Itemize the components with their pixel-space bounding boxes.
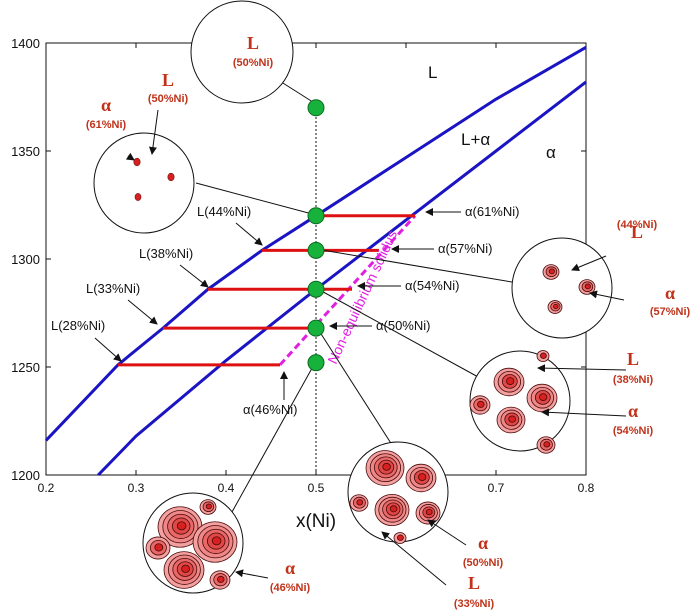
m5-alpha-comp: (50%Ni) [463, 557, 504, 569]
grain-ring [211, 536, 222, 546]
m4-alpha-comp: (54%Ni) [613, 425, 654, 437]
grain-ring [508, 415, 517, 423]
x-tick-label: 0.7 [488, 481, 505, 495]
m6-alpha: α [285, 558, 295, 578]
x-tick-label: 0.2 [38, 481, 55, 495]
grain-ring [154, 543, 164, 552]
grain-ring [176, 521, 187, 531]
y-tick-label: 1250 [11, 360, 40, 375]
grain-ring [181, 564, 191, 573]
x-tick-label: 0.3 [128, 481, 145, 495]
solid-label-61: α(61%Ni) [465, 204, 519, 219]
solid-label-46: α(46%Ni) [243, 402, 297, 417]
m1-phase: L [247, 33, 259, 53]
y-tick-label: 1200 [11, 468, 40, 483]
nonequilibrium-solidus-label: Non-equilibrium solidus [324, 228, 400, 367]
grain-ring [382, 462, 391, 471]
m5-L: L [468, 573, 480, 593]
y-tick-label: 1350 [11, 144, 40, 159]
arrow-l33 [127, 299, 158, 325]
m4-L-comp: (38%Ni) [613, 374, 654, 386]
grain-ring [356, 499, 364, 506]
grain-ring [396, 534, 404, 541]
region-label-liquid: L [428, 63, 437, 82]
m3-alpha: α [665, 283, 675, 303]
m4-L: L [627, 349, 639, 369]
liquid-label-33: L(33%Ni) [86, 281, 140, 296]
micrograph-liquid-50: L (50%Ni) [190, 0, 294, 104]
m2-alpha: α [101, 95, 111, 115]
annotation-arrows [94, 208, 461, 400]
m5-L-comp: (33%Ni) [454, 598, 495, 610]
y-tick-label: 1300 [11, 252, 40, 267]
grain-ring [553, 303, 559, 309]
state-point [307, 319, 325, 337]
state-point [307, 241, 325, 259]
grain-ring [548, 268, 555, 275]
arrow-l38 [179, 264, 209, 288]
grain-ring [584, 283, 591, 290]
m6-alpha-comp: (46%Ni) [270, 582, 311, 594]
micrograph-m4: L (38%Ni) α (54%Ni) [469, 349, 654, 454]
x-axis-label: x(Ni) [296, 511, 336, 532]
arrow-l28 [94, 337, 122, 362]
grain-ring [540, 352, 547, 359]
m2-alpha-comp: (61%Ni) [86, 119, 127, 131]
grain-ring [477, 400, 485, 408]
solid-label-50: α(50%Ni) [376, 318, 430, 333]
grain-ring [543, 441, 551, 448]
m1-comp: (50%Ni) [233, 57, 274, 69]
x-tick-label: 0.4 [218, 481, 235, 495]
m3-L: L [631, 222, 643, 242]
region-label-two-phase: L+α [461, 130, 490, 149]
grain-ring [205, 503, 212, 510]
grain-ring [389, 505, 398, 513]
liquid-label-28: L(28%Ni) [51, 318, 105, 333]
micrograph-m2: L (50%Ni) α (61%Ni) [86, 70, 195, 234]
m5-alpha: α [478, 533, 488, 553]
micro-connectors [195, 77, 513, 513]
grain-ring [418, 473, 427, 481]
solid-label-54: α(54%Ni) [405, 278, 459, 293]
micrograph-m5: α (50%Ni) L (33%Ni) [347, 441, 504, 610]
state-point [307, 280, 325, 298]
y-tick-label: 1400 [11, 36, 40, 51]
arrow-l44 [235, 222, 263, 246]
m3-L-comp: (44%Ni) [617, 219, 658, 231]
solid-label-57: α(57%Ni) [438, 241, 492, 256]
m2-L-comp: (50%Ni) [148, 93, 189, 105]
x-tick-label: 0.5 [308, 481, 325, 495]
liquid-label-38: L(38%Ni) [139, 246, 193, 261]
region-label-alpha: α [546, 143, 556, 162]
m3-alpha-comp: (57%Ni) [650, 306, 691, 318]
grain-ring [425, 508, 433, 516]
state-point [307, 354, 325, 372]
micrograph-m3: L (44%Ni) α (57%Ni) [511, 219, 691, 339]
state-point [307, 99, 325, 117]
grain-ring [539, 393, 548, 401]
x-tick-label: 0.8 [578, 481, 595, 495]
liquid-label-44: L(44%Ni) [197, 204, 251, 219]
state-point [307, 207, 325, 225]
m2-L: L [162, 70, 174, 90]
m4-alpha: α [628, 401, 638, 421]
micrograph-m6: α (46%Ni) [142, 492, 311, 594]
grain-ring [217, 575, 225, 583]
grain-ring [506, 377, 515, 385]
